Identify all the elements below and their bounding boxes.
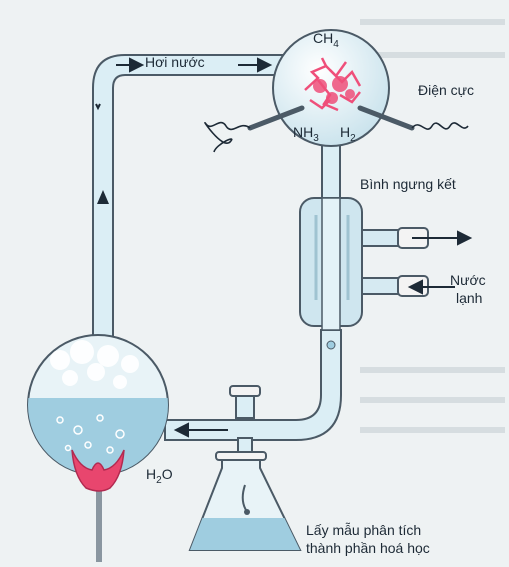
condenser-label: Bình ngưng kết [360, 176, 456, 192]
inflow-arrow [410, 281, 455, 293]
methane-formula: CH4 [313, 30, 339, 53]
steam-label: Hơi nước [145, 54, 205, 70]
hydrogen-formula: H2 [340, 124, 356, 147]
sample-label-line1: Lấy mẫu phân tích [306, 522, 421, 538]
ammonia-formula: NH3 [293, 124, 319, 147]
electrode-label: Điện cực [418, 82, 474, 98]
left-coil-wire [205, 123, 250, 152]
steam-tube [93, 55, 292, 340]
cold-water-label-line2: lạnh [456, 290, 482, 306]
sample-label-line2: thành phần hoá học [306, 540, 430, 556]
right-coil-wire [412, 123, 468, 129]
water-formula: H2O [146, 466, 173, 489]
cold-water-label-line1: Nước [450, 272, 486, 288]
